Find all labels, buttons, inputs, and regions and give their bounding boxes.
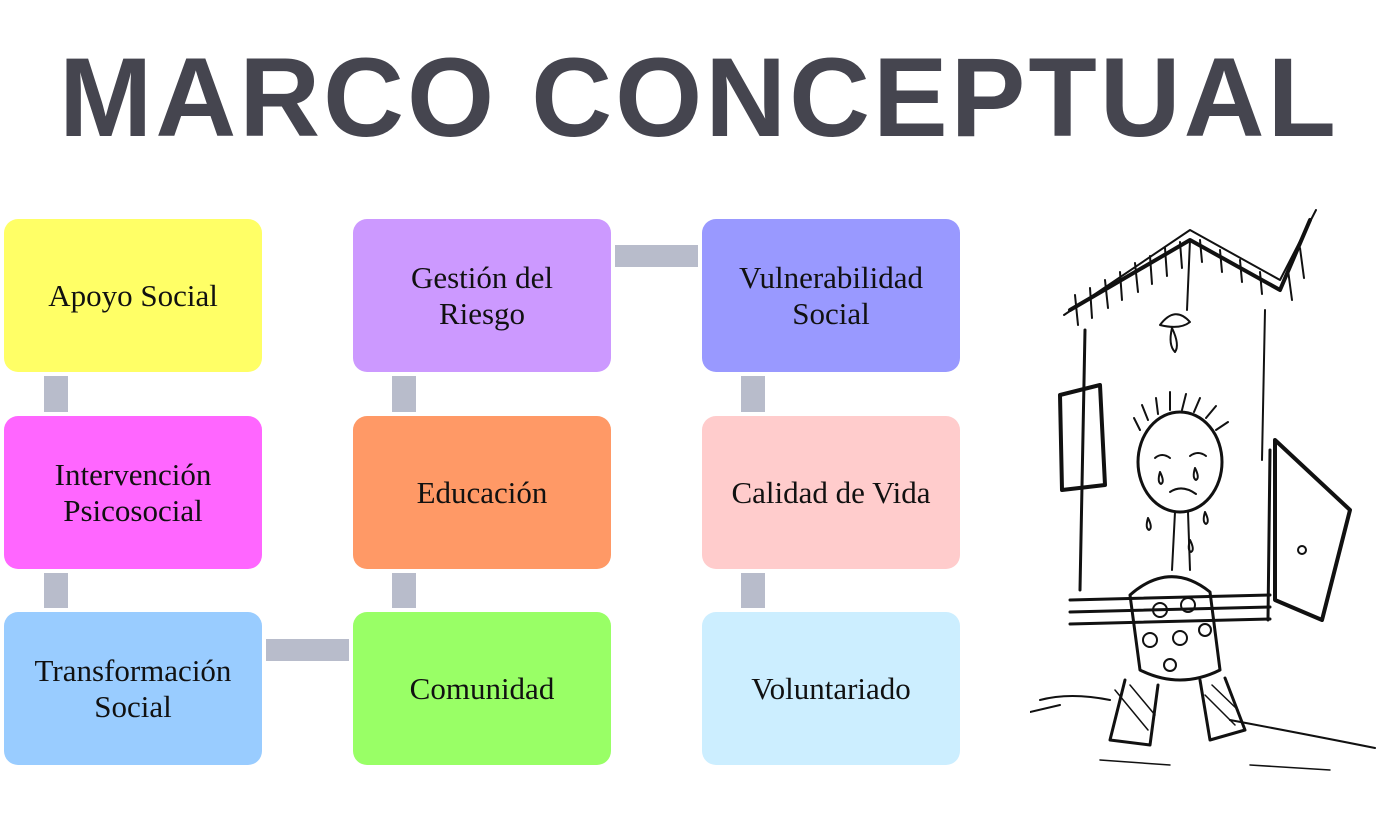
node-calidad-vida: Calidad de Vida [702, 416, 960, 569]
node-apoyo-social: Apoyo Social [4, 219, 262, 372]
connector-gestion-vulnerabilidad [615, 245, 698, 267]
connector-intervencion-transformacion [44, 573, 68, 608]
connector-educacion-gestion [392, 376, 416, 412]
connector-calidad-voluntariado [741, 573, 765, 608]
connector-comunidad-educacion [392, 573, 416, 608]
sad-child-house-sketch-icon [1030, 209, 1376, 771]
connector-vulnerabilidad-calidad [741, 376, 765, 412]
node-voluntariado: Voluntariado [702, 612, 960, 765]
node-transformacion-social: Transformación Social [4, 612, 262, 765]
page-title: MARCO CONCEPTUAL [59, 35, 1339, 160]
node-comunidad: Comunidad [353, 612, 611, 765]
node-gestion-riesgo: Gestión del Riesgo [353, 219, 611, 372]
connector-transformacion-comunidad [266, 639, 349, 661]
node-vulnerabilidad-social: Vulnerabilidad Social [702, 219, 960, 372]
connector-apoyo-intervencion [44, 376, 68, 412]
node-educacion: Educación [353, 416, 611, 569]
node-intervencion-psicosocial: Intervención Psicosocial [4, 416, 262, 569]
